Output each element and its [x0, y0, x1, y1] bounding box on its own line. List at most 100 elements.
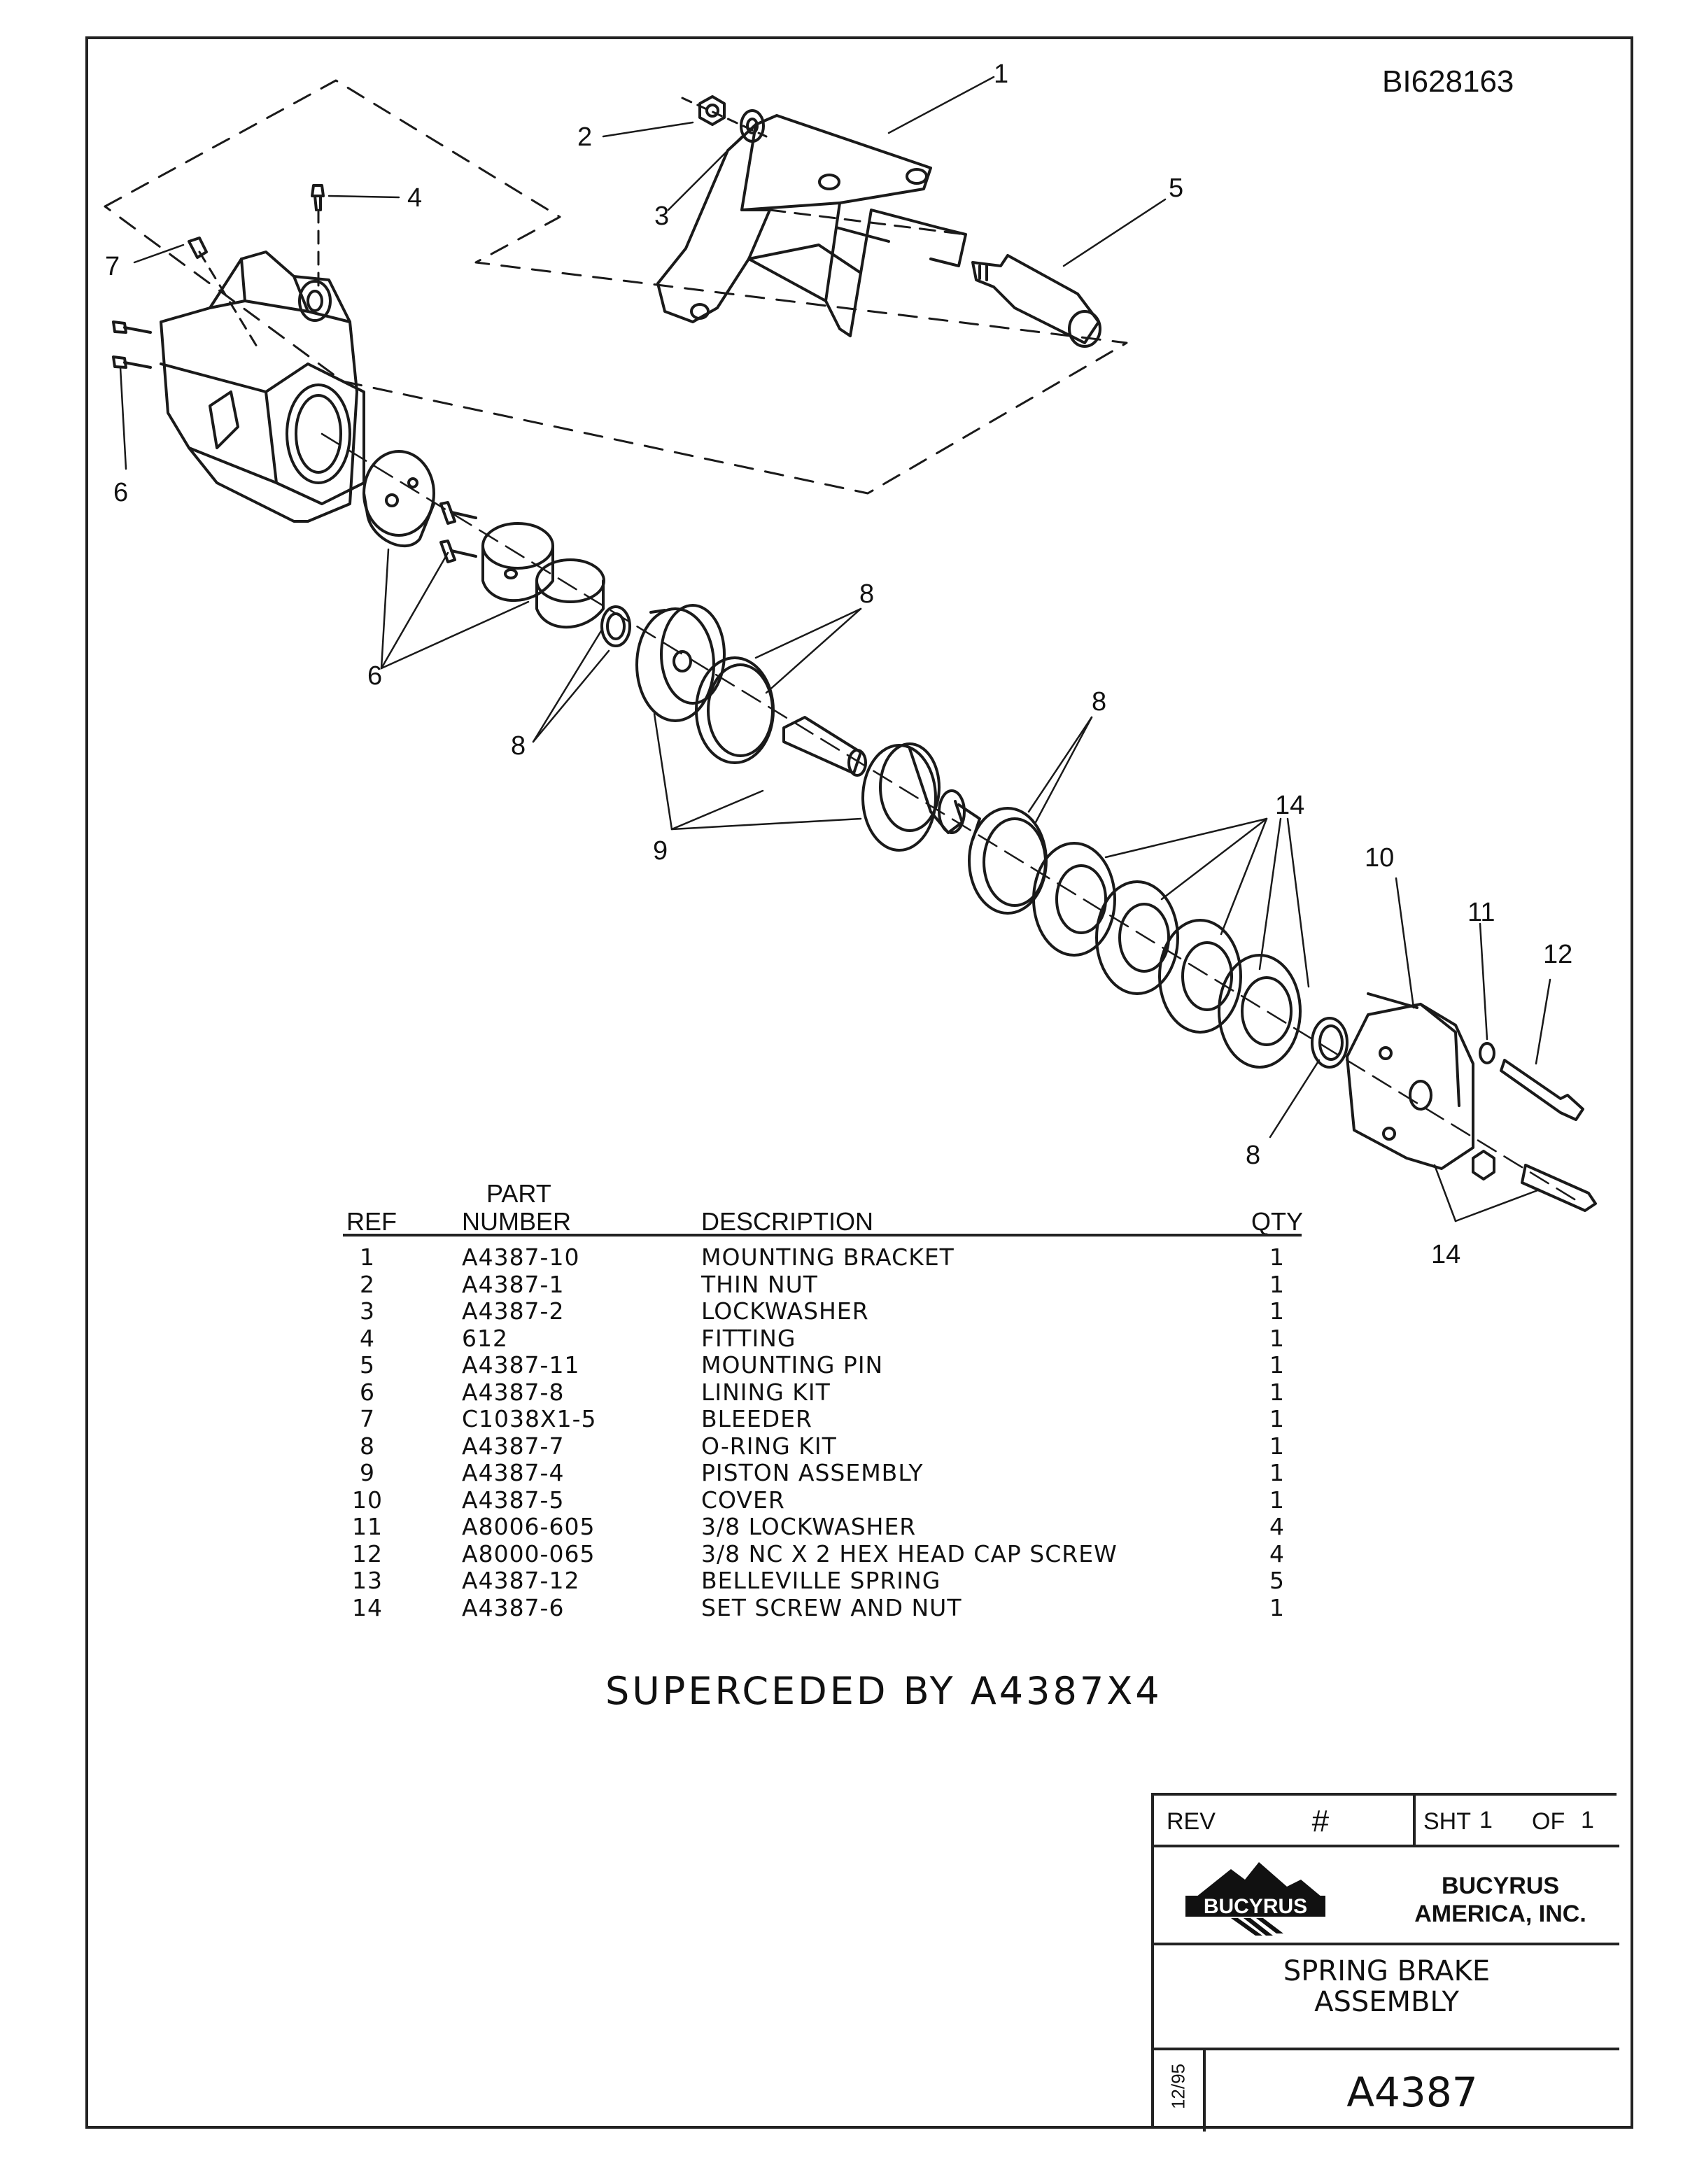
- piston-assembly: [861, 742, 981, 852]
- lining-pins: [439, 501, 477, 563]
- oring-large-1: [695, 656, 775, 764]
- part-number-cell: A4387-7: [462, 1432, 565, 1460]
- lining-disc-1: [362, 450, 435, 547]
- description-cell: 3/8 NC X 2 HEX HEAD CAP SCREW: [701, 1540, 1118, 1567]
- callout-8-left: 8: [511, 731, 526, 761]
- header-number: NUMBER: [462, 1207, 572, 1236]
- part-number-cell: A4387-1: [462, 1270, 565, 1298]
- header-rule: [343, 1234, 1302, 1237]
- callout-2: 2: [577, 122, 593, 152]
- callout-6-housing: 6: [113, 478, 129, 507]
- caliper-housing: [160, 251, 365, 523]
- sheet-number: 1: [1479, 1807, 1493, 1833]
- description-cell: MOUNTING PIN: [701, 1351, 884, 1379]
- drawing-date: 12/95: [1167, 2063, 1189, 2110]
- qty-cell: 4: [1269, 1540, 1285, 1567]
- ref-cell: 3: [360, 1297, 375, 1325]
- part-number-cell: A4387-11: [462, 1351, 580, 1379]
- mounting-bracket: [656, 114, 967, 337]
- part-number-cell: A4387-8: [462, 1378, 565, 1406]
- sheet-label: SHT: [1423, 1808, 1471, 1835]
- qty-cell: 1: [1269, 1432, 1285, 1460]
- qty-cell: 1: [1269, 1270, 1285, 1298]
- description-cell: FITTING: [701, 1324, 796, 1352]
- ref-cell: 2: [360, 1270, 375, 1298]
- title-line-1: SPRING BRAKE: [1283, 1955, 1491, 1987]
- header-qty: QTY: [1251, 1207, 1304, 1236]
- document-id: BI628163: [1382, 64, 1514, 99]
- ref-cell: 4: [360, 1324, 375, 1352]
- qty-cell: 1: [1269, 1459, 1285, 1486]
- table-row: 11 A8006-605 3/8 LOCKWASHER 4: [343, 1513, 1302, 1540]
- piston-seal-disc: [635, 604, 726, 722]
- description-cell: LINING KIT: [701, 1378, 831, 1406]
- lockwasher-small: [740, 109, 765, 143]
- title-block: REV # SHT 1 OF 1 BUCYRUS BUCYRUS AMERICA…: [1151, 1793, 1619, 2132]
- rev-label: REV: [1167, 1808, 1216, 1835]
- qty-cell: 1: [1269, 1378, 1285, 1406]
- description-cell: BELLEVILLE SPRING: [701, 1567, 941, 1594]
- description-cell: 3/8 LOCKWASHER: [701, 1513, 917, 1540]
- set-screw-nut: [1472, 1150, 1597, 1212]
- ref-cell: 12: [352, 1540, 383, 1567]
- description-cell: O-RING KIT: [701, 1432, 837, 1460]
- leader-lines: [119, 76, 1551, 1223]
- ref-cell: 10: [352, 1486, 383, 1514]
- ref-cell: 11: [352, 1513, 383, 1540]
- description-cell: MOUNTING BRACKET: [701, 1244, 955, 1271]
- header-part: PART: [486, 1179, 551, 1208]
- part-number-cell: C1038X1-5: [462, 1405, 597, 1432]
- ref-cell: 8: [360, 1432, 375, 1460]
- ref-cell: 13: [352, 1567, 383, 1594]
- of-label: OF: [1532, 1808, 1565, 1835]
- callout-9: 9: [653, 836, 668, 866]
- part-number-cell: A8006-605: [462, 1513, 596, 1540]
- qty-cell: 4: [1269, 1513, 1285, 1540]
- belleville-springs: [1032, 842, 1302, 1069]
- rev-value: #: [1311, 1804, 1329, 1838]
- qty-cell: 1: [1269, 1244, 1285, 1271]
- bucyrus-logo: BUCYRUS: [1185, 1862, 1325, 1936]
- assembly-axis: [321, 432, 1583, 1205]
- description-cell: COVER: [701, 1486, 785, 1514]
- qty-cell: 1: [1269, 1324, 1285, 1352]
- qty-cell: 1: [1269, 1486, 1285, 1514]
- ref-cell: 14: [352, 1593, 383, 1621]
- ref-cell: 1: [360, 1244, 375, 1271]
- callout-8-top: 8: [859, 579, 875, 609]
- header-ref: REF: [346, 1207, 397, 1236]
- callout-7: 7: [105, 252, 120, 281]
- qty-cell: 1: [1269, 1297, 1285, 1325]
- qty-cell: 1: [1269, 1405, 1285, 1432]
- callout-12: 12: [1543, 940, 1573, 969]
- title-line-2: ASSEMBLY: [1314, 1986, 1459, 2018]
- cap-screw: [1500, 1059, 1584, 1121]
- callout-8-cover: 8: [1246, 1141, 1261, 1170]
- header-description: DESCRIPTION: [701, 1207, 874, 1236]
- callout-1: 1: [994, 59, 1009, 89]
- qty-cell: 1: [1269, 1593, 1285, 1621]
- superseded-note: SUPERCEDED BY A4387X4: [605, 1669, 1162, 1713]
- part-number-cell: A4387-4: [462, 1459, 565, 1486]
- callout-14-springs: 14: [1275, 791, 1305, 820]
- callout-10: 10: [1365, 843, 1395, 873]
- drawing-number: A4387: [1346, 2069, 1478, 2116]
- detail-boundary: [104, 79, 1128, 495]
- drawing-border: [85, 36, 1633, 2129]
- callout-5: 5: [1169, 174, 1184, 203]
- thin-nut: [698, 95, 726, 126]
- description-cell: LOCKWASHER: [701, 1297, 869, 1325]
- part-number-cell: A4387-12: [462, 1567, 580, 1594]
- ref-cell: 9: [360, 1459, 375, 1486]
- callout-3: 3: [654, 202, 670, 231]
- ref-cell: 5: [360, 1351, 375, 1379]
- part-number-cell: A4387-2: [462, 1297, 565, 1325]
- callout-6-lining: 6: [367, 661, 383, 691]
- cover: [1346, 992, 1474, 1170]
